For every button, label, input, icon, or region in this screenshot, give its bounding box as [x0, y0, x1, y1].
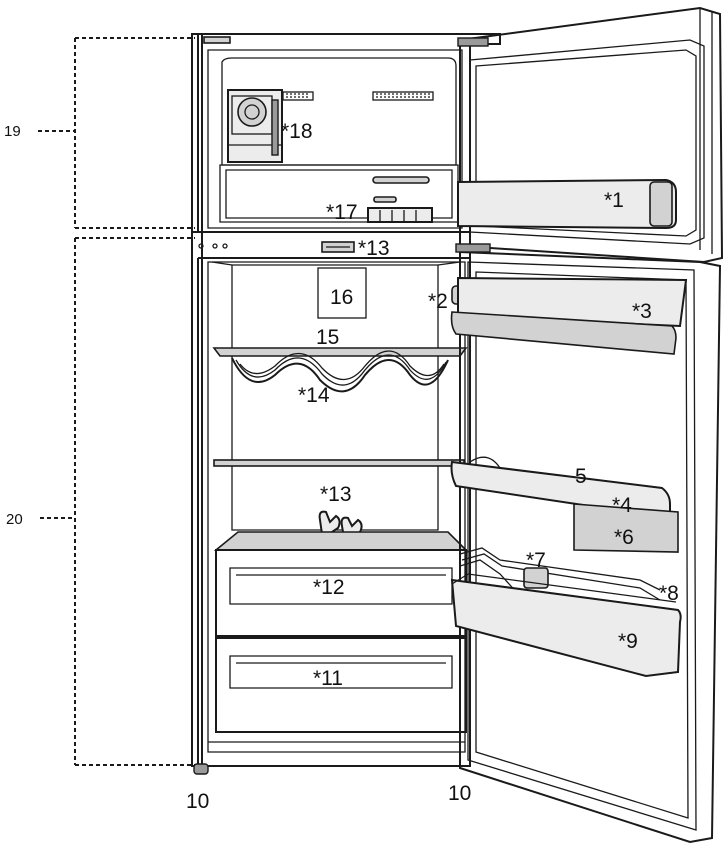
section-brackets — [38, 37, 195, 766]
label-16: 16 — [330, 286, 353, 309]
label-13-top: *13 — [358, 237, 390, 260]
label-fridge-section: 20 — [6, 511, 23, 528]
fridge-door — [450, 243, 722, 844]
label-14: *14 — [298, 384, 330, 407]
door-shelf-bottle — [450, 578, 682, 678]
label-freezer-section: 19 — [4, 123, 21, 140]
label-2: *2 — [428, 290, 448, 313]
label-7: *7 — [526, 549, 546, 572]
label-3: *3 — [632, 300, 652, 323]
label-18: *18 — [281, 120, 313, 143]
freezer-door-shelf — [457, 178, 677, 230]
wine-rack-shelf — [212, 347, 468, 393]
lamp-cover — [317, 267, 367, 319]
freezer-compartment — [219, 57, 459, 223]
label-15: 15 — [316, 326, 339, 349]
label-11: *11 — [313, 667, 343, 690]
label-10-left: 10 — [186, 790, 209, 813]
label-8: *8 — [659, 582, 679, 605]
freezer-door — [457, 6, 724, 264]
ice-maker — [227, 89, 283, 163]
dairy-compartment — [450, 276, 688, 355]
part-labels: 19 20 *1 *2 *3 *4 5 *6 *7 *8 *9 10 10 *1… — [4, 120, 679, 813]
glass-shelf — [213, 459, 465, 467]
label-1: *1 — [604, 189, 624, 212]
label-17: *17 — [326, 201, 358, 224]
leveling-foot-left — [193, 763, 209, 775]
ice-tray — [367, 176, 433, 223]
label-12: *12 — [313, 576, 345, 599]
control-panel — [321, 241, 355, 253]
label-4: *4 — [612, 494, 632, 517]
label-9: *9 — [618, 630, 638, 653]
label-10-right: 10 — [448, 782, 471, 805]
label-6: *6 — [614, 526, 634, 549]
label-5: 5 — [575, 465, 587, 488]
door-shelf-upper — [450, 456, 679, 553]
label-13-mid: *13 — [320, 483, 352, 506]
